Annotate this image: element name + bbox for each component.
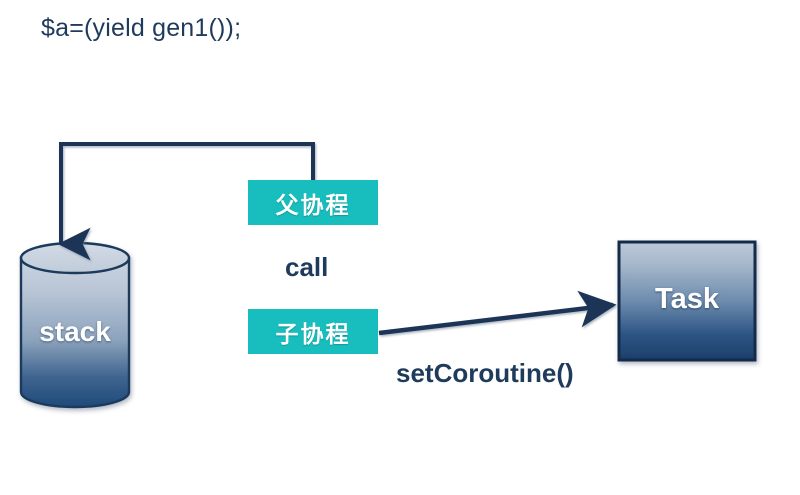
child-coroutine-label: 子协程 xyxy=(275,321,351,347)
arrow-child-to-task xyxy=(378,290,617,336)
call-annotation: call xyxy=(285,252,329,282)
code-expression-title: $a=(yield gen1()); xyxy=(41,14,242,42)
parent-coroutine-box: 父协程 xyxy=(248,180,378,225)
stack-cylinder xyxy=(19,241,131,409)
set-coroutine-annotation: setCoroutine() xyxy=(396,358,574,388)
parent-coroutine-label: 父协程 xyxy=(275,192,351,218)
stack-cylinder-top xyxy=(19,241,131,275)
task-box-rect xyxy=(617,240,757,362)
task-box xyxy=(617,240,757,362)
arrow-parent-to-stack xyxy=(57,142,315,261)
arrow-parent-to-stack-path xyxy=(57,142,315,261)
child-coroutine-box: 子协程 xyxy=(248,309,378,354)
arrow-child-to-task-path xyxy=(378,290,617,336)
stack-cylinder-body xyxy=(19,256,131,409)
